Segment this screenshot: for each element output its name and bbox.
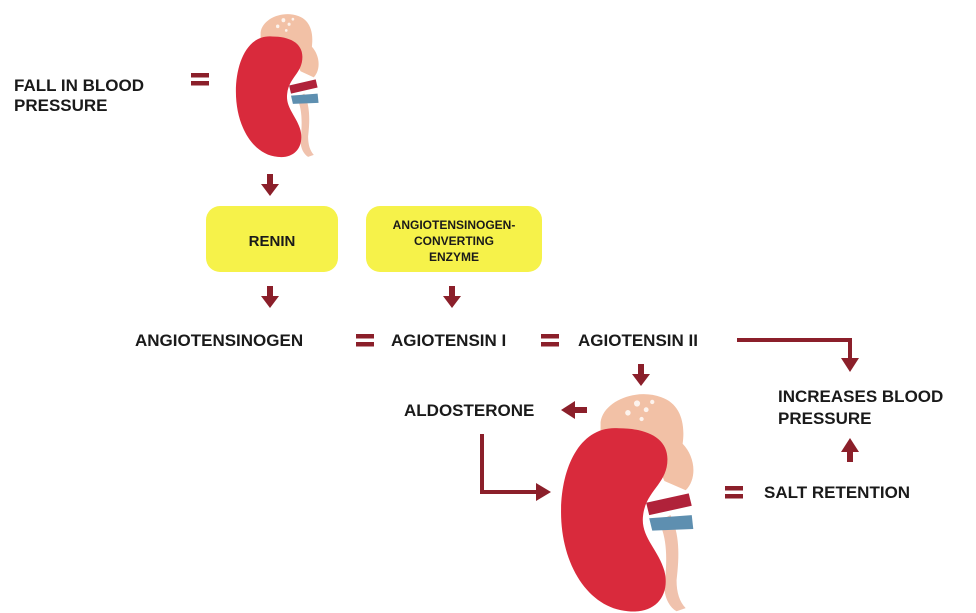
fall-blood-pressure-label-line2: PRESSURE [14, 96, 108, 115]
arrow-down-icon [841, 358, 859, 372]
increases-blood-pressure-line1: INCREASES BLOOD [778, 387, 943, 406]
kidney-icon [561, 394, 693, 611]
aldosterone-to-kidney-connector [482, 434, 538, 492]
salt-retention-label: SALT RETENTION [764, 483, 910, 502]
arrow-left-shaft [573, 407, 587, 413]
equals-icon [356, 334, 374, 347]
arrow-right-icon [536, 483, 551, 501]
equals-icon [191, 73, 209, 86]
kidney-icon [236, 14, 319, 157]
arrow-up-shaft [847, 450, 853, 462]
equals-icon [725, 486, 743, 499]
increases-blood-pressure-line2: PRESSURE [778, 409, 872, 428]
arrow-down-icon [261, 174, 279, 196]
arrow-right-down-connector [737, 340, 850, 360]
fall-blood-pressure-label-line1: FALL IN BLOOD [14, 76, 144, 95]
arrow-down-icon [443, 286, 461, 308]
ace-label-line3: ENZYME [429, 250, 479, 264]
equals-icon [541, 334, 559, 347]
ace-label-line2: CONVERTING [414, 234, 494, 248]
aldosterone-label: ALDOSTERONE [404, 401, 534, 420]
angiotensin-2-label: AGIOTENSIN II [578, 331, 698, 350]
arrow-down-icon [632, 364, 650, 386]
renin-label: RENIN [249, 233, 296, 250]
angiotensinogen-label: ANGIOTENSINOGEN [135, 331, 303, 350]
arrow-up-icon [841, 438, 859, 452]
arrow-down-icon [261, 286, 279, 308]
angiotensin-1-label: AGIOTENSIN I [391, 331, 506, 350]
ace-label-line1: ANGIOTENSINOGEN- [393, 218, 516, 232]
arrow-left-icon [561, 401, 575, 419]
